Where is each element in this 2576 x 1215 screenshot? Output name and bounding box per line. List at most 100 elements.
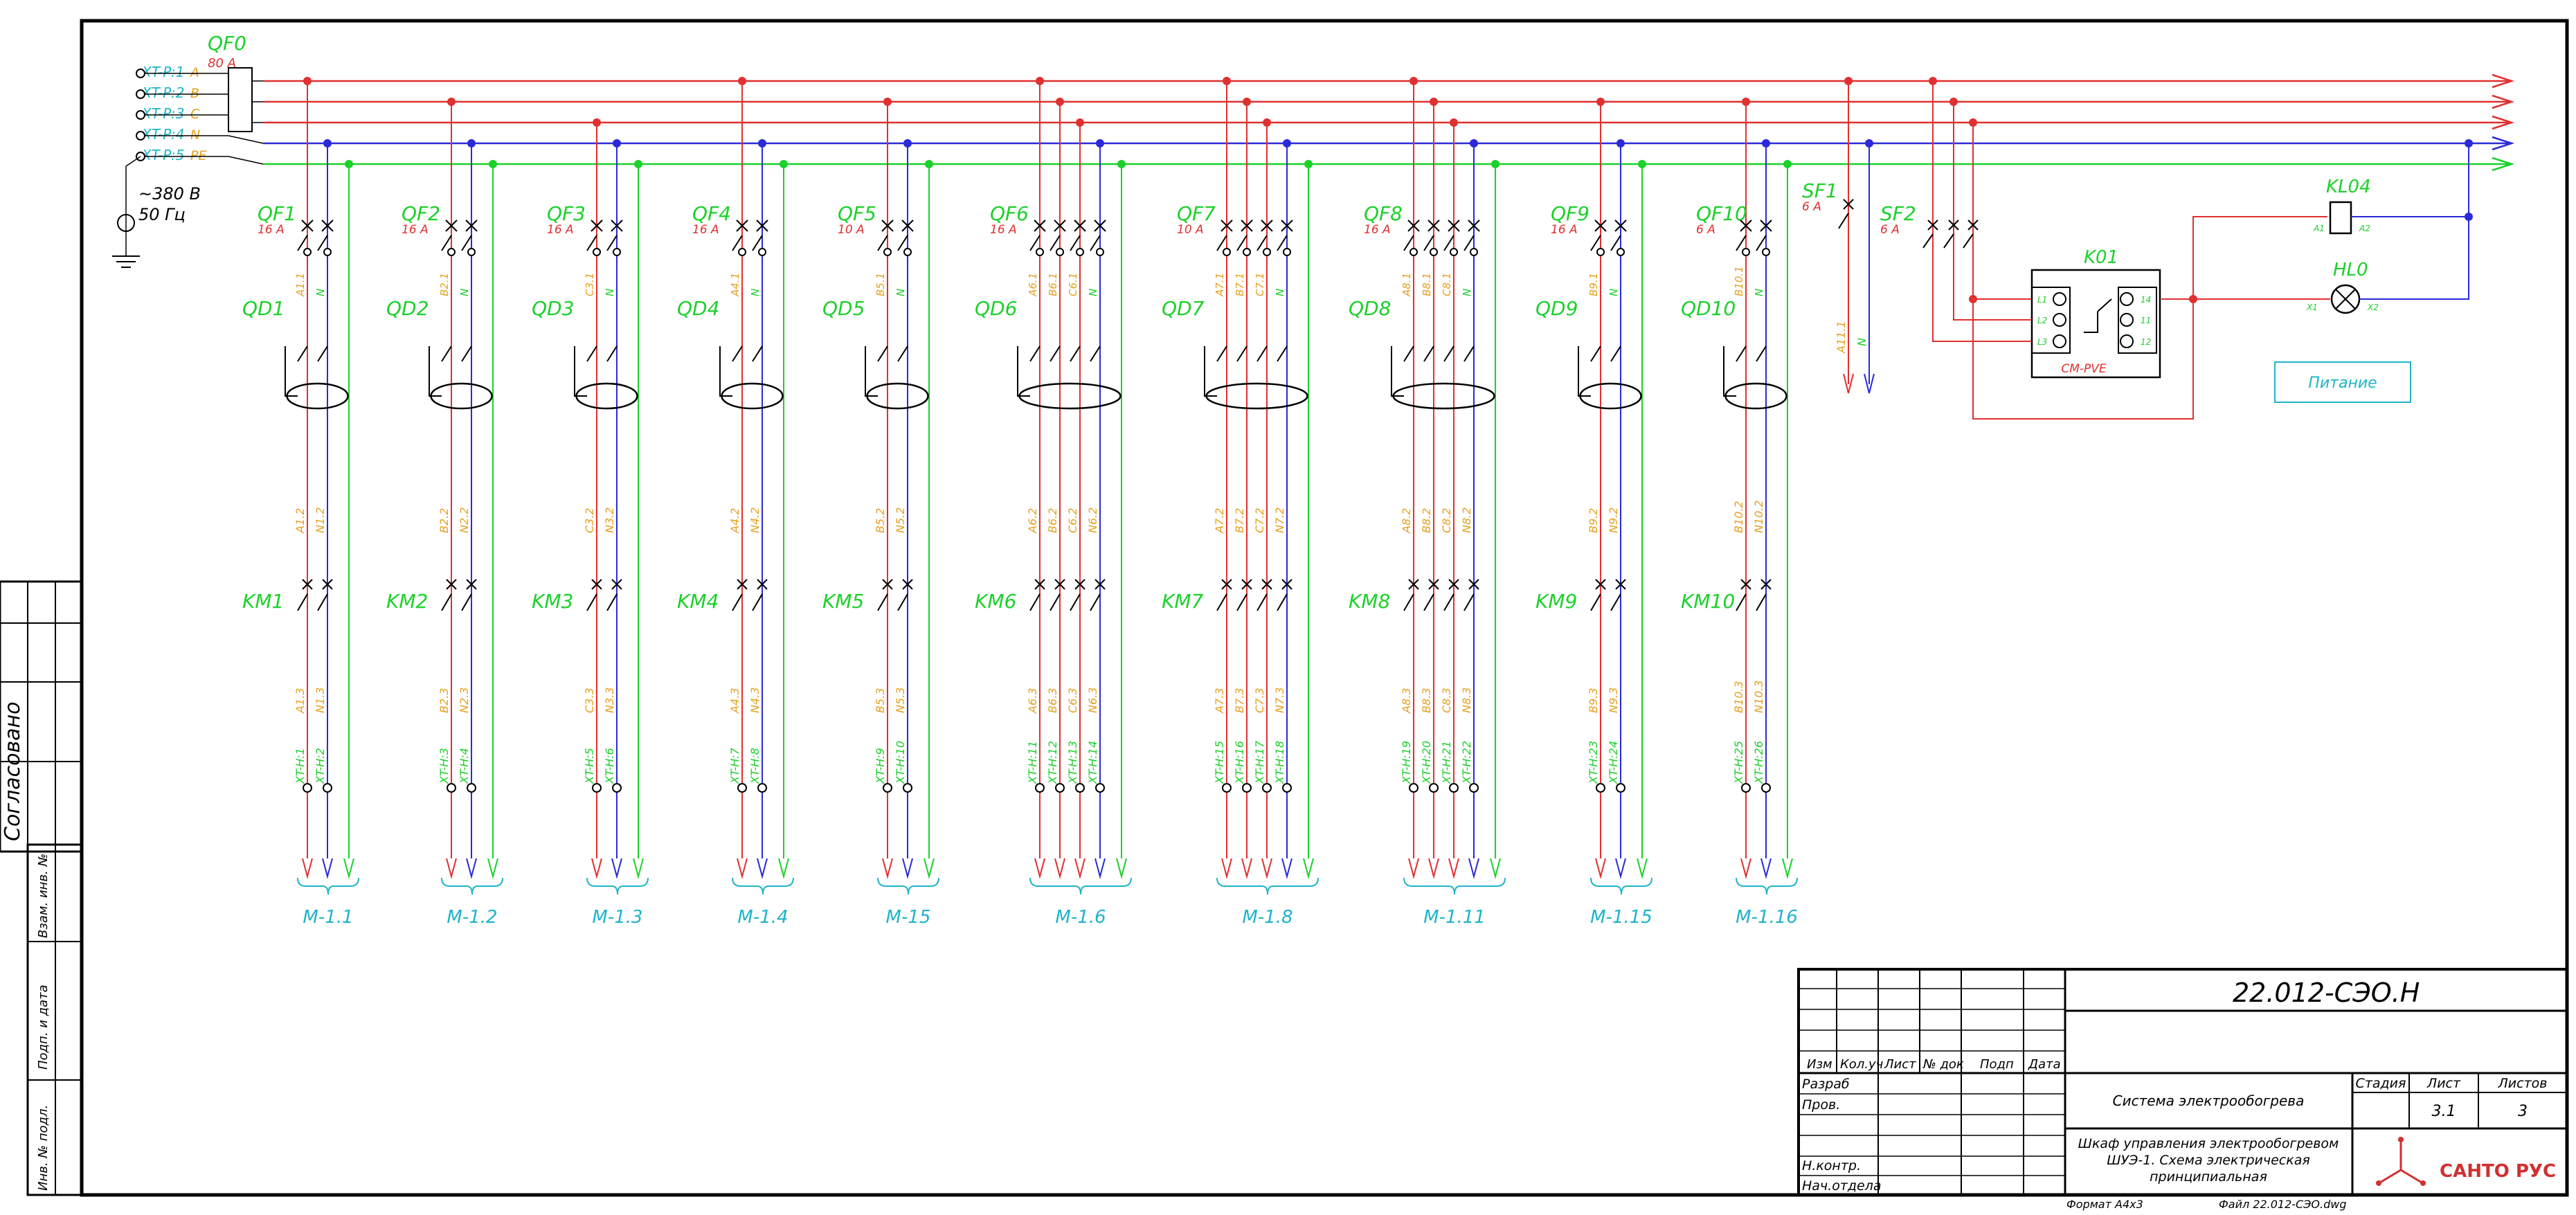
wire-label: N — [604, 289, 616, 296]
wire-label: C6.3 — [1066, 687, 1079, 713]
sf1-label: SF1 — [1802, 179, 1838, 202]
sf1-wire-label: A11.1 — [1835, 321, 1848, 354]
contactor-blade-icon — [732, 593, 743, 611]
rcd-blade-icon — [461, 345, 472, 362]
switch-blade-icon — [1277, 235, 1288, 251]
output-terminal-icon — [592, 783, 602, 793]
feeder-arrow-icon — [466, 858, 477, 879]
breaker-rating: 16 A — [1364, 223, 1391, 237]
feeder-arrow-icon — [591, 858, 602, 879]
screw-terminal-icon — [2120, 292, 2134, 306]
breaker-rating: 16 A — [990, 223, 1017, 237]
terminal-label: XT-H:17 — [1253, 740, 1266, 784]
wire-label: C3.3 — [583, 687, 596, 713]
output-terminal-icon — [1596, 783, 1605, 793]
feeder-arrow-icon — [1095, 858, 1106, 879]
feeder-arrow-icon — [1740, 858, 1751, 879]
feeder-arrow-icon — [757, 858, 768, 879]
wire-label: C6.2 — [1066, 507, 1079, 533]
wire-label: A4.3 — [728, 688, 741, 714]
lamp-label: HL0 — [2333, 260, 2368, 280]
contactor-label: KM9 — [1535, 590, 1577, 613]
rcd-blade-icon — [586, 345, 597, 362]
rcd-blade-icon — [317, 345, 328, 362]
output-terminal-icon — [1409, 783, 1418, 793]
contactor-label: KM1 — [242, 590, 284, 613]
output-label: М-1.3 — [592, 907, 642, 928]
wire-label: N10.2 — [1752, 500, 1765, 533]
supply-terminal-label: XT-P:5 — [141, 147, 184, 163]
pe-arrow-icon — [1637, 858, 1648, 879]
output-terminal-icon — [1035, 783, 1045, 793]
bus-arrow-c — [2492, 115, 2515, 130]
qf0-rating: 80 A — [208, 56, 236, 71]
output-terminal-icon — [1429, 783, 1439, 793]
rcd-blade-icon — [1736, 345, 1747, 362]
rcd-blade-icon — [1423, 345, 1434, 362]
feeder-arrow-icon — [1241, 858, 1252, 879]
stage-label: Стадия — [2356, 1076, 2406, 1091]
rcd-label: QD6 — [975, 297, 1017, 320]
supply-phase-label: B — [190, 86, 199, 101]
contactor-blade-icon — [1277, 593, 1288, 611]
wire-label: B8.3 — [1420, 688, 1433, 713]
qf0-label: QF0 — [208, 32, 246, 55]
output-brace — [732, 877, 794, 895]
feeder-arrow-icon — [611, 858, 622, 879]
role-prov: Пров. — [1802, 1097, 1840, 1113]
breaker-label: QF6 — [990, 202, 1029, 225]
lamp-pin: X1 — [2306, 303, 2318, 312]
wire-label: B5.3 — [874, 688, 887, 713]
feeder-arrow-icon — [1261, 858, 1272, 879]
output-terminal-icon — [737, 783, 747, 793]
terminal-label: XT-H:10 — [894, 741, 907, 784]
wire-label: N1.3 — [314, 687, 327, 713]
lamp-pin: X2 — [2367, 303, 2379, 312]
wire-label: N4.2 — [748, 507, 762, 533]
wire-label: B10.2 — [1732, 501, 1745, 533]
switch-blade-icon — [1070, 235, 1081, 251]
role-nach: Нач.отдела — [1802, 1178, 1882, 1194]
role-nkontr: Н.контр. — [1802, 1158, 1861, 1173]
breaker-label: QF7 — [1177, 202, 1216, 225]
pe-arrow-icon — [778, 858, 789, 879]
contactor-blade-icon — [586, 593, 597, 611]
supply-phase-label: PE — [190, 148, 206, 163]
terminal-label: XT-H:21 — [1440, 741, 1453, 784]
relay-pin-left: L2 — [2037, 316, 2047, 325]
wire-label: N5.3 — [894, 687, 907, 713]
wire-label: N — [894, 289, 907, 296]
breaker-rating: 16 A — [692, 223, 719, 237]
wire-label: A8.1 — [1400, 273, 1413, 297]
terminal-label: XT-H:26 — [1752, 741, 1765, 784]
rcd-blade-icon — [1029, 345, 1041, 362]
contactor-blade-icon — [1403, 593, 1414, 611]
relay-pin-left: L3 — [2037, 337, 2047, 347]
feeder-arrow-icon — [1595, 858, 1606, 879]
qf0-breaker-icon — [228, 67, 253, 132]
wire-label: N3.3 — [603, 687, 616, 713]
rcd-blade-icon — [1403, 345, 1414, 362]
pe-arrow-icon — [1782, 858, 1793, 879]
output-brace — [1216, 877, 1319, 895]
junction-dot — [2465, 213, 2473, 221]
output-terminal-icon — [903, 783, 912, 793]
switch-blade-icon — [1090, 235, 1101, 251]
format-label: Формат A4x3 — [2066, 1198, 2143, 1211]
terminal-label: XT-H:6 — [603, 748, 616, 784]
wire-label: A1.2 — [294, 508, 307, 534]
wire-label: N4.3 — [748, 687, 762, 713]
rcd-blade-icon — [1216, 345, 1227, 362]
wire-label: N7.3 — [1273, 687, 1286, 713]
wire-label: A1.1 — [294, 273, 307, 297]
busbars — [263, 73, 2515, 172]
wire-label: N — [1461, 289, 1473, 296]
col-header-podp: Подп — [1980, 1057, 2014, 1072]
breaker-label: QF3 — [547, 202, 586, 225]
output-label: М-1.6 — [1055, 907, 1106, 928]
